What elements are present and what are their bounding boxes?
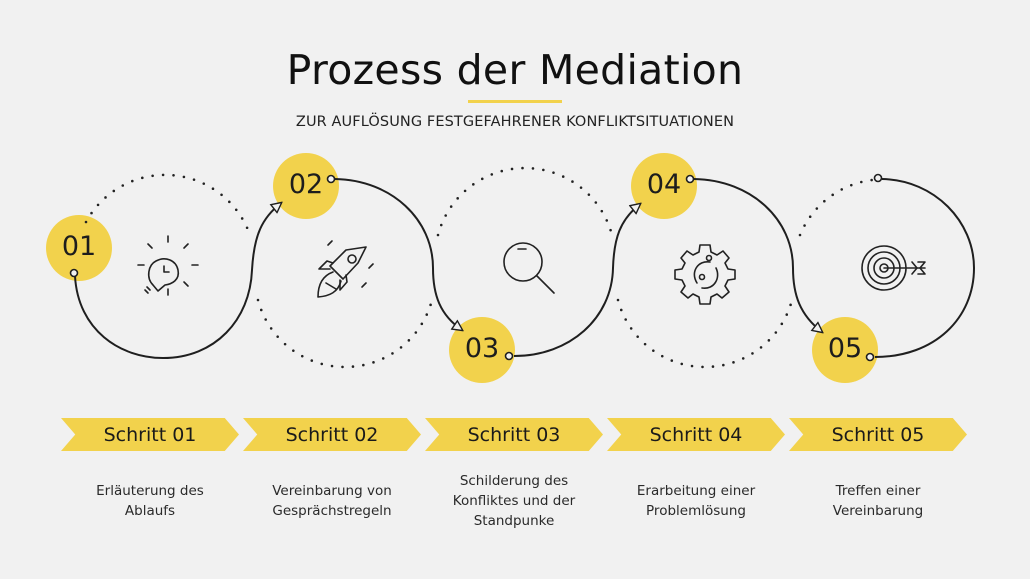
step-number-03: 03	[464, 333, 500, 364]
step-label-05: Schritt 05	[789, 418, 967, 451]
dotted-arc-3	[436, 166, 614, 237]
step-description-01: Erläuterung des Ablaufs	[61, 470, 239, 532]
dotted-arc-4	[616, 298, 794, 369]
step-description-line: Konfliktes und der	[452, 493, 576, 509]
step-description-line: Standpunke	[473, 513, 555, 529]
step-label-01: Schritt 01	[61, 418, 239, 451]
step-description-line: Erarbeitung einer	[636, 483, 756, 499]
gear-icon	[674, 244, 736, 305]
step-number-02: 02	[288, 169, 324, 200]
step-description-line: Ablaufs	[124, 503, 176, 519]
dotted-arc-2	[256, 298, 434, 369]
magnifier-icon	[503, 242, 555, 294]
flow-line-3	[513, 204, 640, 357]
step-badge-01	[46, 215, 112, 281]
dotted-arc-5	[798, 178, 874, 237]
step-number-01: 01	[61, 231, 97, 262]
step-badge-04	[631, 153, 697, 219]
step-description-04: Erarbeitung einer Problemlösung	[607, 470, 785, 532]
step-badge-03	[449, 317, 515, 383]
step-description-line: Vereinbarung	[832, 503, 924, 519]
step-description-line: Erläuterung des	[96, 483, 204, 499]
flow-line-2	[334, 178, 462, 330]
step-description-line: Treffen einer	[835, 483, 921, 499]
step-description-02: Vereinbarung von Gesprächstregeln	[243, 470, 421, 532]
flow-line-5	[874, 178, 976, 358]
step-description-line: Vereinbarung von	[272, 483, 392, 499]
rocket-icon	[317, 240, 374, 298]
step-description-line: Gesprächstregeln	[272, 503, 392, 519]
page-subtitle: ZUR AUFLÖSUNG FESTGEFAHRENER KONFLIKTSIT…	[295, 114, 735, 130]
step-description-line: Problemlösung	[646, 503, 746, 519]
step-description-05: Treffen einer Vereinbarung	[789, 470, 967, 532]
step-description-line: Schilderung des	[459, 473, 569, 489]
lightbulb-icon	[137, 235, 199, 296]
step-badge-02	[273, 153, 339, 219]
dotted-arc-1	[84, 173, 252, 237]
step-badge-05	[812, 317, 878, 383]
target-icon	[861, 245, 926, 291]
page-title: Prozess der Mediation	[286, 46, 744, 94]
step-label-02: Schritt 02	[243, 418, 421, 451]
step-number-04: 04	[646, 169, 682, 200]
flow-line-4	[693, 178, 822, 332]
step-label-04: Schritt 04	[607, 418, 785, 451]
step-label-03: Schritt 03	[425, 418, 603, 451]
flow-line-1	[74, 203, 281, 360]
title-underline	[468, 100, 562, 103]
step-description-03: Schilderung des Konfliktes und der Stand…	[425, 470, 603, 532]
step-number-05: 05	[827, 333, 863, 364]
